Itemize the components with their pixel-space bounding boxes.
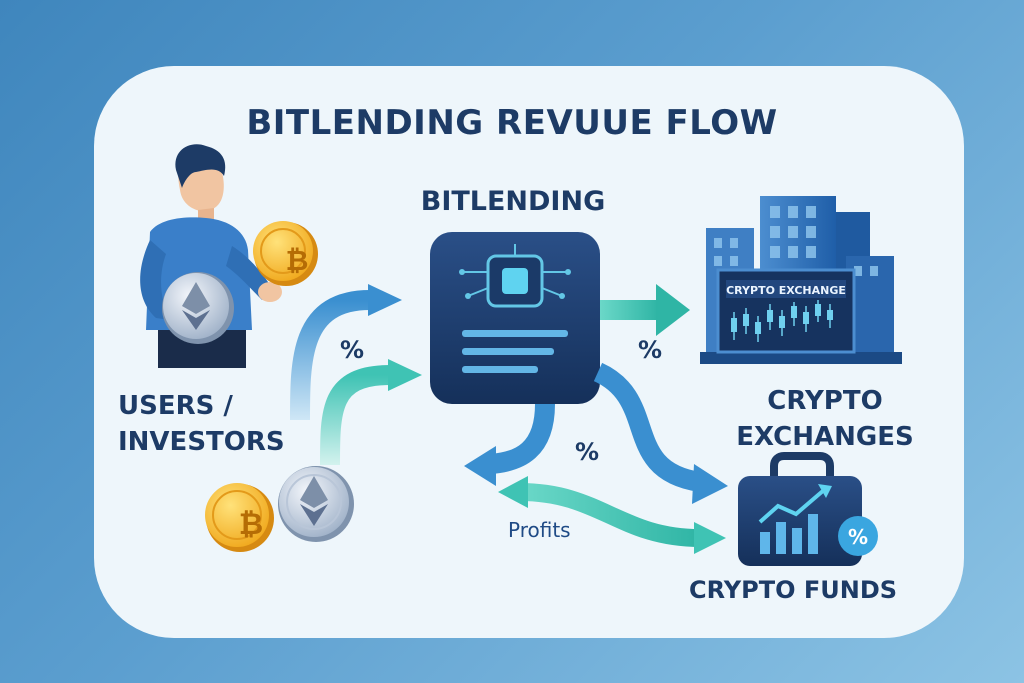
exchanges-label-line2: EXCHANGES (736, 422, 914, 452)
users-label-line2: INVESTORS (118, 427, 285, 457)
percent-label-funds: % (575, 438, 600, 466)
funds-percent-badge: % (848, 525, 868, 549)
profits-arrow (498, 476, 726, 554)
ethereum-coin-held (162, 272, 234, 344)
bitcoin-symbol-stack: ₿ (239, 507, 263, 542)
bitcoin-symbol-held: ₿ (286, 244, 309, 277)
users-label-line1: USERS / (118, 391, 233, 421)
crypto-funds-label: CRYPTO FUNDS (688, 576, 898, 604)
exchange-sign: CRYPTO EXCHANGE (726, 284, 846, 297)
profits-label: Profits (508, 518, 571, 542)
bitlending-platform-icon (430, 232, 600, 404)
percent-label-exchanges: % (638, 336, 663, 364)
users-investors-label: USERS / INVESTORS (118, 388, 288, 460)
ethereum-coin-stack (278, 466, 354, 542)
crypto-funds-briefcase-icon (738, 452, 878, 566)
flow-arrow-bitlending-to-users (464, 403, 555, 486)
flow-arrow-users-to-bitlending-blue (290, 284, 402, 421)
crypto-exchanges-label: CRYPTO EXCHANGES (735, 383, 915, 455)
percent-label-users: % (340, 336, 365, 364)
flow-arrow-bitlending-to-funds (593, 362, 728, 504)
exchange-candlestick-chart (731, 300, 833, 342)
bitcoin-coin-stack (205, 483, 274, 552)
flow-arrow-users-to-bitlending-teal (320, 359, 422, 466)
exchanges-label-line1: CRYPTO (767, 386, 883, 416)
bitlending-label: BITLENDING (420, 186, 606, 217)
diagram-title: BITLENDING REVUUE FLOW (246, 103, 778, 143)
flow-arrow-bitlending-to-exchanges (600, 284, 690, 336)
bitcoin-coin-held (253, 221, 318, 286)
crypto-exchange-building (700, 196, 902, 364)
